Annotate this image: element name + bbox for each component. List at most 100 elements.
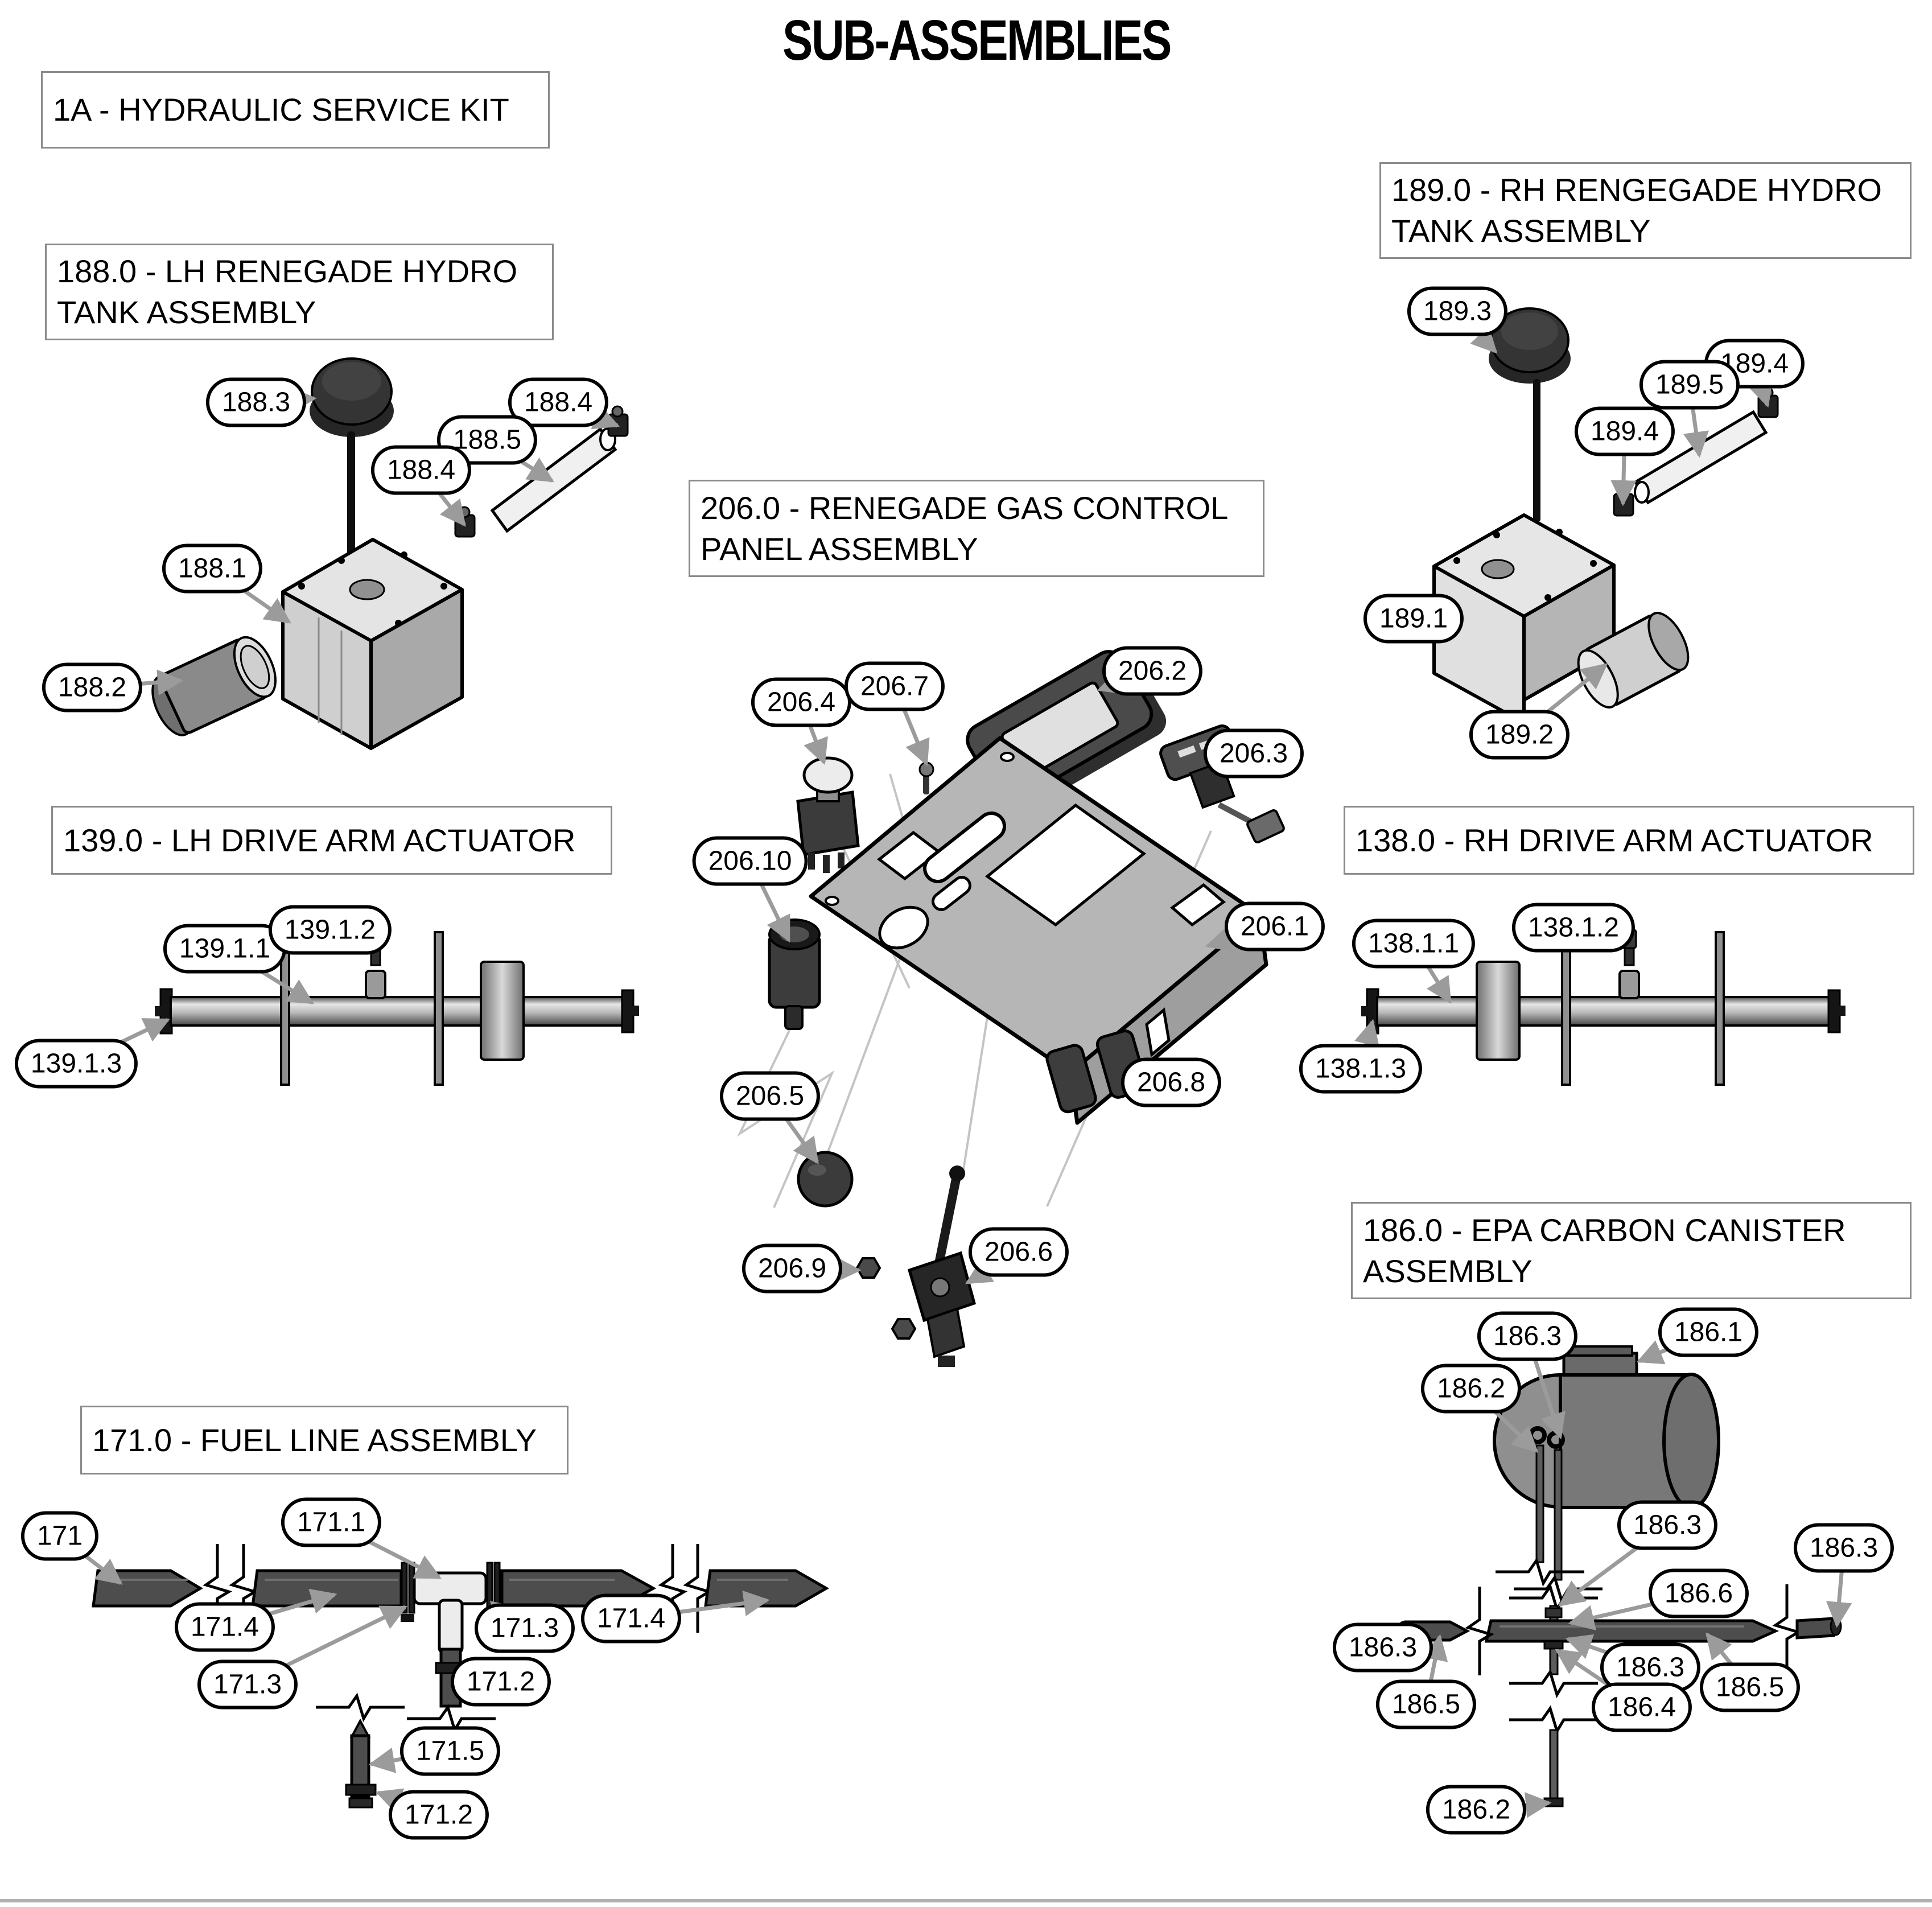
callout-189.2: 189.2 [1469, 710, 1570, 760]
callout-171.4: 171.4 [580, 1593, 682, 1644]
callout-189.3: 189.3 [1407, 286, 1508, 336]
section-title: 139.0 - LH DRIVE ARM ACTUATOR [63, 822, 576, 858]
filter-element [151, 636, 277, 736]
control-knob [797, 1151, 854, 1208]
callout-206.5: 206.5 [719, 1071, 821, 1121]
callout-171.4: 171.4 [174, 1602, 275, 1652]
callout-206.4: 206.4 [751, 677, 852, 727]
mount-block [480, 961, 525, 1061]
actuator-shaft [170, 996, 624, 1027]
pto-switch [796, 756, 860, 873]
tank-right-face [369, 588, 464, 750]
hex-nut [891, 1318, 917, 1340]
fin [434, 931, 444, 1086]
hose-clamp [1757, 394, 1779, 418]
callout-189.4: 189.4 [1574, 406, 1675, 456]
callout-186.5: 186.5 [1699, 1662, 1801, 1712]
section-title: 171.0 - FUEL LINE ASSEMBLY [92, 1422, 537, 1458]
panel-cutout [984, 803, 1147, 927]
dipstick-rod [1533, 379, 1540, 522]
callout-186.2: 186.2 [1426, 1785, 1527, 1835]
section-title-box-206.0: 206.0 - RENEGADE GAS CONTROL PANEL ASSEM… [689, 480, 1264, 577]
switch-knob [802, 756, 854, 794]
hose-clamp [401, 1562, 408, 1614]
vent-tube [1554, 1449, 1563, 1581]
callout-186.6: 186.6 [1648, 1568, 1749, 1618]
callout-206.9: 206.9 [742, 1243, 843, 1294]
callout-186.2: 186.2 [1420, 1364, 1522, 1414]
callout-139.1.3: 139.1.3 [14, 1039, 138, 1089]
fitting [365, 970, 386, 999]
callout-188.4: 188.4 [370, 445, 472, 495]
carbon-canister-drawing [1397, 1345, 1842, 1807]
section-title-box-186.0: 186.0 - EPA CARBON CANISTER ASSEMBLY [1351, 1202, 1912, 1299]
callout-206.2: 206.2 [1102, 646, 1203, 696]
end-cap [621, 989, 635, 1033]
fuel-hose-segment [251, 1569, 403, 1608]
callout-171.2: 171.2 [388, 1790, 489, 1840]
rh-drive-arm-actuator-drawing [1361, 929, 1846, 1086]
fin [1561, 931, 1571, 1086]
callout-138.1.1: 138.1.1 [1352, 919, 1476, 969]
control-panel-plate [809, 736, 1268, 1125]
manifold-tube [1484, 1619, 1779, 1643]
panel-cutout [878, 905, 929, 950]
panel-screw [918, 761, 934, 794]
callout-138.1.2: 138.1.2 [1511, 903, 1636, 953]
filler-hole [1481, 559, 1515, 579]
callout-186.3: 186.3 [1477, 1311, 1578, 1361]
hex-nut [855, 1257, 881, 1279]
callout-186.3: 186.3 [1793, 1523, 1894, 1573]
bottom-divider-line [0, 1899, 1932, 1902]
callout-186.3: 186.3 [1617, 1500, 1718, 1550]
callout-171.3: 171.3 [197, 1659, 298, 1710]
callout-186.4: 186.4 [1591, 1682, 1692, 1732]
choke-lever [907, 1165, 977, 1367]
section-title: 1A - HYDRAULIC SERVICE KIT [53, 92, 509, 128]
actuator-shaft [1376, 996, 1831, 1027]
tube-nut [1544, 1607, 1563, 1618]
lh-drive-arm-actuator-drawing [155, 929, 639, 1086]
callout-171.5: 171.5 [399, 1726, 501, 1776]
filler-hole [349, 579, 385, 600]
callout-189.1: 189.1 [1363, 594, 1464, 644]
fuel-line-drawing [92, 1544, 830, 1809]
callout-138.1.3: 138.1.3 [1299, 1044, 1423, 1094]
section-title-box-188.0: 188.0 - LH RENEGADE HYDRO TANK ASSEMBLY [45, 244, 554, 340]
section-title-box-189.0: 189.0 - RH RENGEGADE HYDRO TANK ASSEMBLY [1379, 162, 1912, 259]
manifold-tube [1795, 1617, 1835, 1640]
vent-tube [1549, 1729, 1559, 1801]
callout-189.5: 189.5 [1639, 360, 1740, 410]
section-title-box-139.0: 139.0 - LH DRIVE ARM ACTUATOR [51, 806, 612, 875]
section-title: 138.0 - RH DRIVE ARM ACTUATOR [1356, 822, 1873, 858]
callout-206.1: 206.1 [1224, 901, 1325, 952]
panel-cutout [1169, 883, 1226, 927]
bolt [1624, 947, 1635, 966]
mount-block [1476, 961, 1521, 1061]
callout-206.8: 206.8 [1121, 1057, 1222, 1107]
section-title: 186.0 - EPA CARBON CANISTER ASSEMBLY [1363, 1212, 1846, 1289]
panel-slot [1145, 1007, 1171, 1057]
tube-ring [1543, 1640, 1564, 1650]
callout-171.2: 171.2 [450, 1657, 551, 1707]
gas-control-panel-drawing [737, 650, 1285, 1367]
end-cap [1827, 989, 1841, 1033]
section-title-box-171.0: 171.0 - FUEL LINE ASSEMBLY [80, 1406, 569, 1474]
callout-206.6: 206.6 [968, 1227, 1069, 1277]
callout-186.1: 186.1 [1658, 1307, 1759, 1357]
callout-206.7: 206.7 [844, 661, 945, 711]
section-title-box-1A: 1A - HYDRAULIC SERVICE KIT [41, 71, 550, 149]
fitting [1618, 970, 1640, 999]
lh-hydro-tank-drawing [151, 357, 629, 750]
fin [1715, 931, 1725, 1086]
callout-139.1.1: 139.1.1 [163, 924, 287, 974]
section-title: 206.0 - RENEGADE GAS CONTROL PANEL ASSEM… [701, 489, 1227, 567]
callout-188.3: 188.3 [205, 377, 307, 427]
callout-186.3: 186.3 [1332, 1622, 1433, 1673]
section-title: 188.0 - LH RENEGADE HYDRO TANK ASSEMBLY [57, 253, 518, 330]
callout-139.1.2: 139.1.2 [268, 905, 392, 955]
callout-206.10: 206.10 [692, 836, 808, 886]
section-title-box-138.0: 138.0 - RH DRIVE ARM ACTUATOR [1344, 806, 1914, 875]
